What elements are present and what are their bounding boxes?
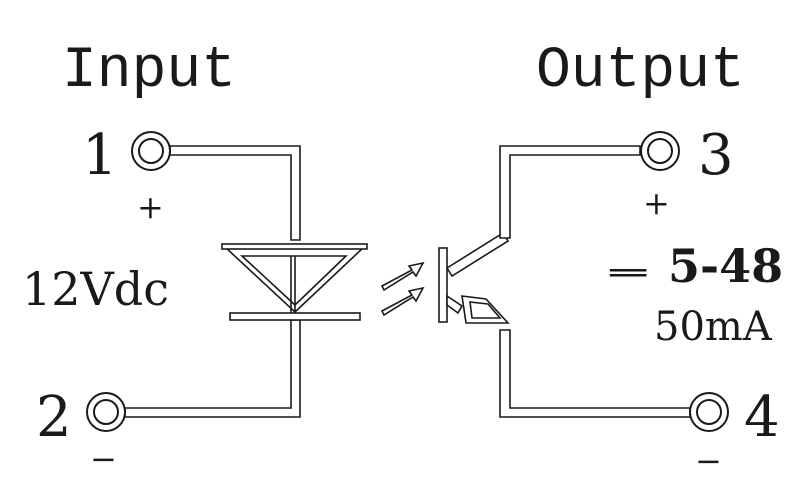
terminal-4 [689, 392, 729, 432]
terminal-1 [131, 131, 171, 171]
output-current: 50mA [654, 304, 773, 350]
terminal-2 [86, 392, 126, 432]
pin-1-label: 1 [82, 123, 118, 188]
pin-3-label: 3 [698, 123, 734, 188]
output-minus-sign: − [695, 442, 722, 480]
pin-2-label: 2 [36, 385, 72, 450]
input-plus-sign: + [137, 188, 164, 226]
input-voltage: 12Vdc [22, 262, 169, 316]
light-arrows [380, 261, 425, 317]
pin-4-label: 4 [744, 385, 780, 450]
output-title: Output [536, 39, 745, 104]
input-minus-sign: − [90, 440, 117, 478]
phototransistor [438, 231, 510, 324]
led-diode [221, 243, 368, 321]
terminal-3 [640, 131, 680, 171]
input-title: Input [62, 39, 236, 104]
dc-symbol: ══ [609, 256, 647, 291]
output-plus-sign: + [643, 184, 670, 222]
output-voltage: 5-48 [668, 239, 783, 293]
